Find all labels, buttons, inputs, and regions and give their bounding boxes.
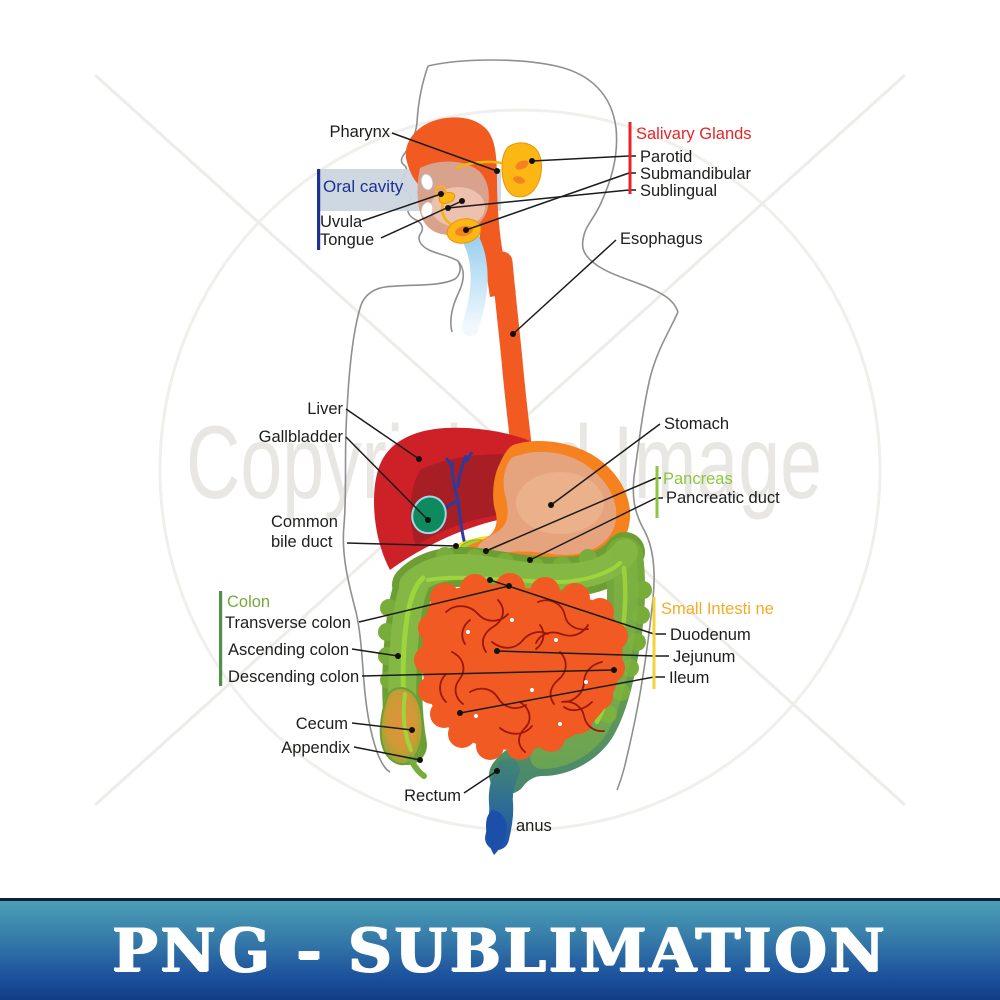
label-gallbladder: Gallbladder bbox=[259, 428, 344, 446]
pancreas-bar bbox=[655, 466, 659, 518]
label-common-bile-duct-2: bile duct bbox=[271, 533, 333, 551]
label-parotid: Parotid bbox=[640, 148, 692, 166]
label-pancreatic-duct: Pancreatic duct bbox=[666, 489, 780, 507]
body-outline bbox=[342, 59, 679, 791]
label-pharynx: Pharynx bbox=[329, 123, 390, 141]
oral-cavity-bar bbox=[317, 169, 321, 250]
label-oral-cavity: Oral cavity bbox=[323, 177, 404, 196]
small-intestine-lines bbox=[439, 599, 605, 753]
anus-shape bbox=[486, 810, 507, 855]
colon-bar bbox=[219, 591, 223, 686]
stomach-shape bbox=[457, 441, 631, 574]
label-ascending-colon: Ascending colon bbox=[228, 641, 349, 659]
cecum-shape bbox=[379, 686, 427, 779]
label-pancreas: Pancreas bbox=[663, 470, 733, 488]
labels: Pharynx Oral cavity Uvula Tongue Salivar… bbox=[225, 123, 780, 835]
parotid-gland bbox=[501, 142, 542, 198]
appendix-shape bbox=[407, 755, 427, 779]
watermark-circle bbox=[158, 108, 882, 832]
label-jejunum: Jejunum bbox=[673, 648, 735, 666]
label-transverse-colon: Transverse colon bbox=[225, 614, 351, 632]
rectum-shape bbox=[485, 758, 520, 855]
label-common-bile-duct-1: Common bbox=[271, 513, 338, 531]
gallbladder-shape bbox=[411, 495, 447, 535]
label-cecum: Cecum bbox=[296, 715, 348, 733]
label-rectum: Rectum bbox=[404, 787, 461, 805]
label-descending-colon: Descending colon bbox=[228, 668, 359, 686]
label-esophagus: Esophagus bbox=[620, 230, 703, 248]
small-intestine-shape bbox=[414, 573, 628, 760]
label-sublingual: Sublingual bbox=[640, 182, 717, 200]
label-liver: Liver bbox=[307, 400, 343, 418]
label-salivary-glands: Salivary Glands bbox=[636, 125, 752, 143]
salivary-glands-bar bbox=[628, 122, 632, 194]
label-colon: Colon bbox=[227, 593, 270, 611]
colon-shape bbox=[378, 532, 652, 794]
leader-dots bbox=[395, 158, 617, 774]
label-tongue: Tongue bbox=[320, 231, 374, 249]
label-small-intestine: Small Intesti ne bbox=[661, 600, 774, 618]
banner: PNG - SUBLIMATION bbox=[0, 898, 1000, 1000]
tooth-upper bbox=[420, 173, 434, 191]
label-anus: anus bbox=[516, 817, 552, 835]
esophagus-tube bbox=[491, 251, 532, 455]
banner-text: PNG - SUBLIMATION bbox=[112, 915, 888, 986]
label-submandibular: Submandibular bbox=[640, 165, 751, 183]
small-intestine-bar bbox=[652, 597, 656, 689]
label-duodenum: Duodenum bbox=[670, 626, 751, 644]
label-ileum: Ileum bbox=[669, 669, 709, 687]
label-stomach: Stomach bbox=[664, 415, 729, 433]
digestive-system-diagram: Copyrighted Image bbox=[93, 59, 907, 855]
label-uvula: Uvula bbox=[320, 213, 363, 231]
label-appendix: Appendix bbox=[281, 739, 351, 757]
